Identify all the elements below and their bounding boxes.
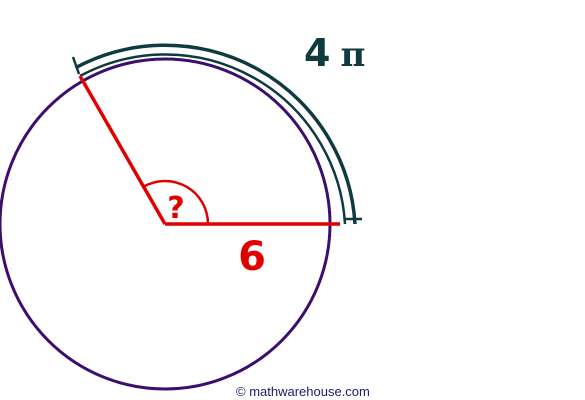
angle-label: ? bbox=[167, 191, 184, 226]
arc-length-coefficient: 4 bbox=[304, 31, 330, 75]
arc-length-label: 4 π bbox=[304, 31, 365, 75]
radius-slanted bbox=[78, 75, 167, 225]
credit-text: © mathwarehouse.com bbox=[236, 384, 370, 399]
arc-length-bracket bbox=[74, 43, 357, 225]
arc-length-bracket-inner bbox=[79, 53, 347, 225]
radius-label: 6 bbox=[238, 234, 266, 280]
central-angle-marker bbox=[142, 179, 210, 225]
arc-bracket-end-tick-top bbox=[71, 56, 81, 75]
pi-symbol: π bbox=[340, 35, 365, 75]
